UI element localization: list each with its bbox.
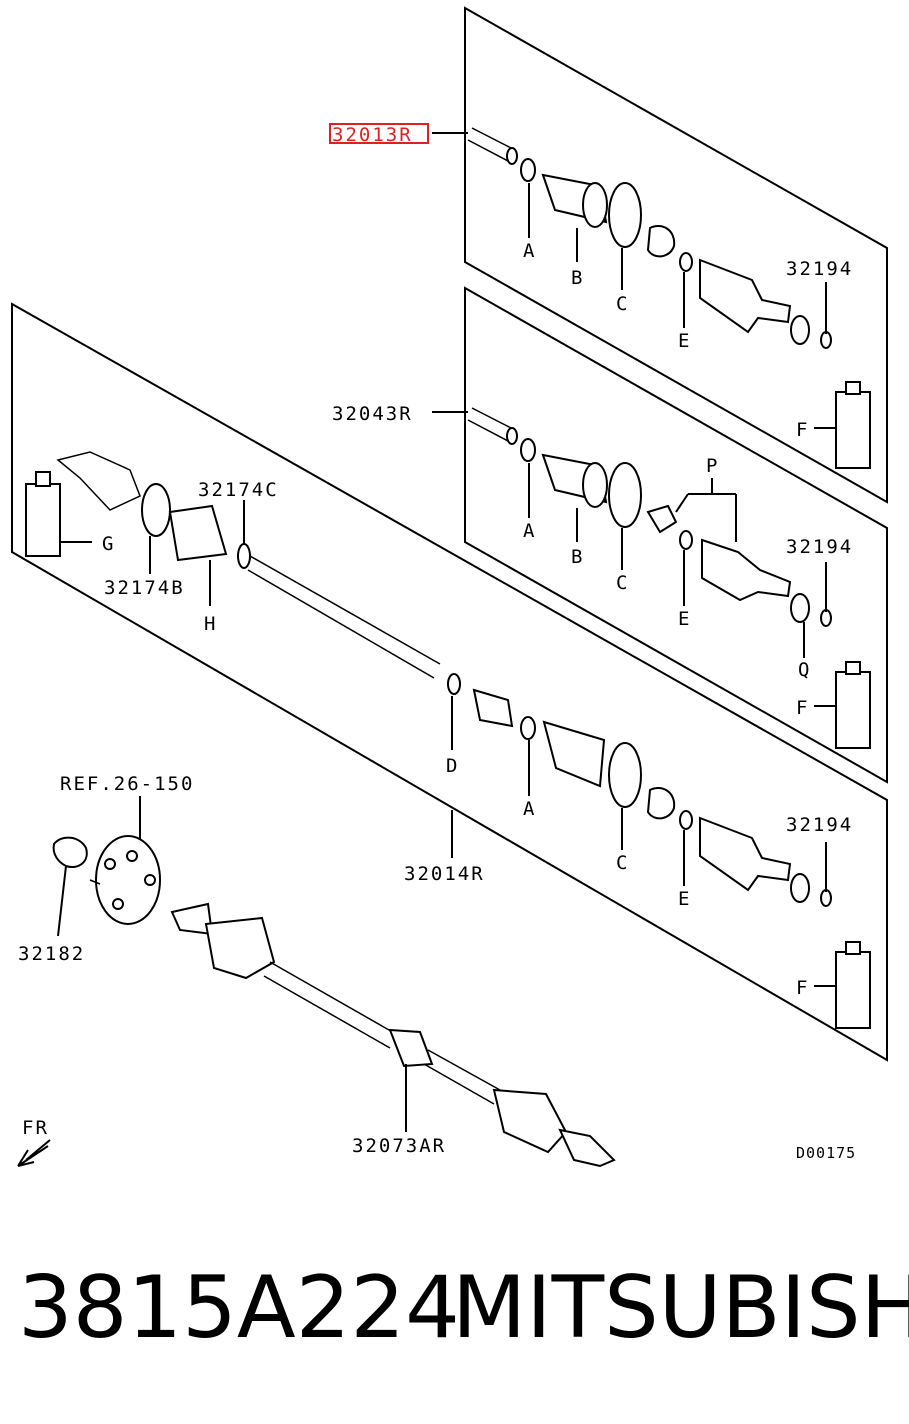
- highlight-box: [329, 123, 429, 144]
- label-32174B: 32174B: [104, 577, 185, 599]
- diagram-code: D00175: [796, 1144, 856, 1162]
- label-p-middle: P: [706, 455, 719, 477]
- label-f-lower: F: [796, 977, 809, 999]
- fr-arrow: FR: [17, 1117, 51, 1167]
- label-e-lower: E: [678, 888, 691, 910]
- label-32073AR: 32073AR: [352, 1135, 446, 1157]
- label-f-middle: F: [796, 697, 809, 719]
- label-a-middle: A: [523, 520, 536, 542]
- label-a-lower: A: [523, 798, 536, 820]
- middle-panel-parts: [467, 407, 871, 749]
- hub-and-shaft: [52, 835, 616, 1168]
- label-32182: 32182: [18, 943, 85, 965]
- label-32194-top: 32194: [786, 258, 853, 280]
- label-d: D: [446, 755, 459, 777]
- label-32174C: 32174C: [198, 479, 279, 501]
- label-q-middle: Q: [798, 659, 811, 681]
- label-f-top: F: [796, 419, 809, 441]
- hub-leaders: [57, 796, 407, 1132]
- label-h: H: [204, 613, 217, 635]
- brand-name: MITSUBISHI: [452, 1258, 909, 1358]
- label-c-middle: C: [616, 572, 629, 594]
- lower-panel-leaders: [60, 500, 836, 987]
- label-b-middle: B: [571, 546, 584, 568]
- label-32043R: 32043R: [332, 403, 413, 425]
- label-e-middle: E: [678, 608, 691, 630]
- panel-inner-shaft: [11, 302, 888, 1062]
- label-ref: REF.26-150: [60, 773, 194, 795]
- label-e-top: E: [678, 330, 691, 352]
- lower-panel-parts: [25, 451, 871, 1029]
- label-32194-middle: 32194: [786, 536, 853, 558]
- label-b-top: B: [571, 267, 584, 289]
- top-panel-parts: [467, 127, 871, 469]
- label-fr: FR: [22, 1117, 49, 1139]
- label-a-top: A: [523, 240, 536, 262]
- label-g: G: [102, 533, 115, 555]
- label-c-lower: C: [616, 852, 629, 874]
- front-arrow-icon: [17, 1139, 51, 1167]
- label-32013R: 32013R: [332, 124, 413, 146]
- label-c-top: C: [616, 293, 629, 315]
- top-panel-leaders: [432, 132, 836, 429]
- panel-middle: [464, 286, 888, 784]
- label-32014R: 32014R: [404, 863, 485, 885]
- label-32194-lower: 32194: [786, 814, 853, 836]
- panel-top: [464, 6, 888, 504]
- middle-panel-leaders: [432, 411, 836, 707]
- part-number: 3815A224: [18, 1258, 460, 1358]
- caption: 3815A224 MITSUBISHI: [0, 1258, 909, 1368]
- exploded-parts-diagram: 32013R A B C E 32194 F 32043R A B C E: [11, 6, 888, 1168]
